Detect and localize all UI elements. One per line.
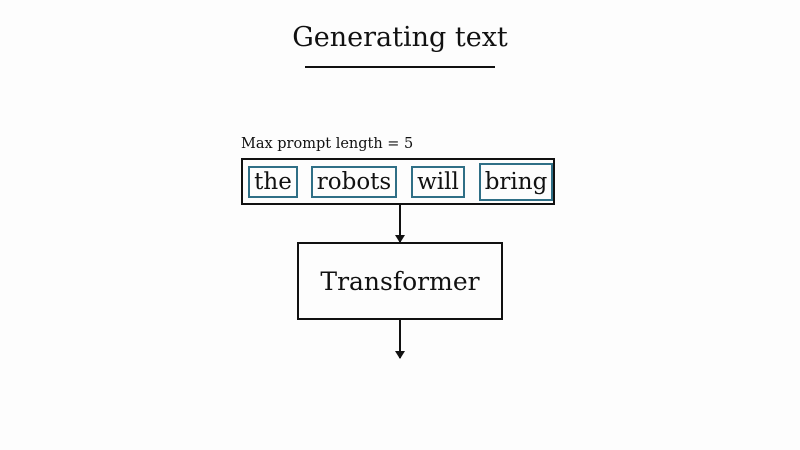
prompt-length-label: Max prompt length = 5 (241, 136, 414, 152)
prompt-box: the robots will bring (241, 158, 555, 205)
token-bring: bring (479, 163, 553, 201)
token-will: will (411, 166, 465, 198)
token-robots: robots (311, 166, 397, 198)
arrow-down-icon (395, 205, 405, 243)
transformer-box: Transformer (297, 242, 503, 320)
page-title: Generating text (292, 22, 508, 53)
output-arrow-down-icon (395, 320, 405, 359)
token-the: the (248, 166, 298, 198)
transformer-label: Transformer (320, 266, 480, 296)
title-underline (305, 66, 495, 68)
